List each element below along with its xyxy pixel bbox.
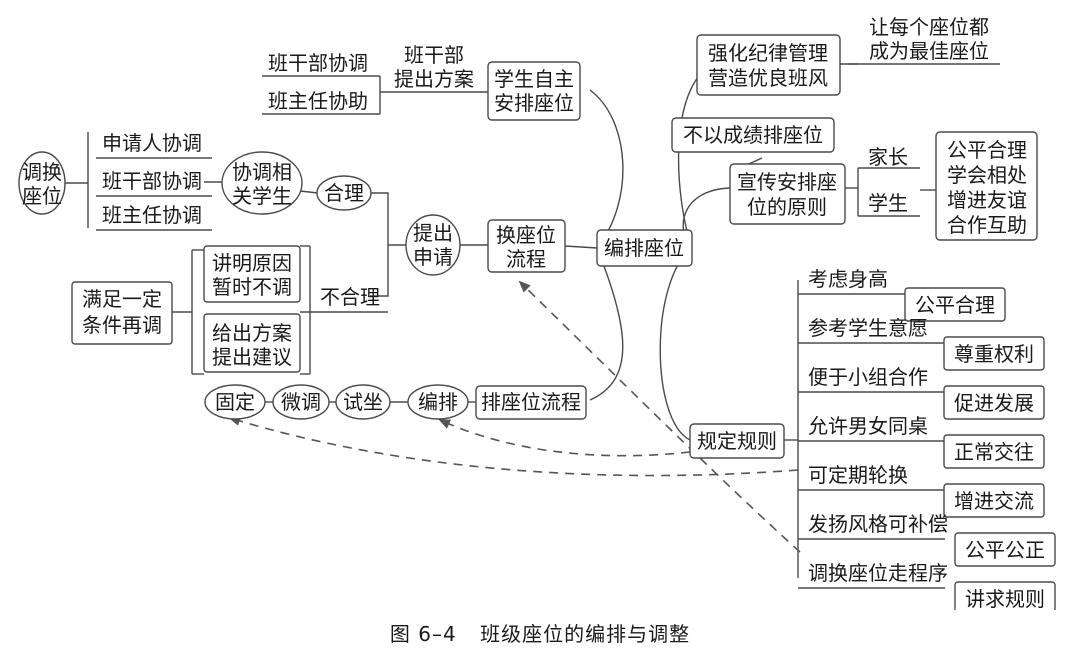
step-tweak-label: 微调 <box>281 390 321 414</box>
swap-seat-label-1: 调换 <box>22 160 62 184</box>
committee-coord-label: 班干部协调 <box>102 169 202 193</box>
seating-mind-map: 编排座位 换座位 流程 提出 申请 合理 协调相 关学生 调换 座位 不合理 讲… <box>18 15 1056 610</box>
rule-value-label: 增进交流 <box>954 489 1034 513</box>
discipline-box <box>696 34 841 96</box>
rule-value-box <box>943 434 1045 469</box>
center-node-box <box>596 229 693 267</box>
figure-caption: 图 6–4 班级座位的编排与调整 <box>0 618 1080 647</box>
rule-value-box <box>904 287 1006 322</box>
publicize-label-2: 位的原则 <box>747 195 827 219</box>
swap-flow-box <box>487 219 566 273</box>
step-arrange-label: 编排 <box>418 390 458 414</box>
rule-value-label: 促进发展 <box>954 391 1034 415</box>
step-fix-label: 固定 <box>215 390 255 414</box>
rule-item-label: 调换座位走程序 <box>808 561 948 585</box>
step-fix-ellipse <box>204 384 266 420</box>
teacher-coord-label: 班主任协调 <box>102 203 202 227</box>
center-node-label: 编排座位 <box>604 236 684 260</box>
publicize-box <box>729 163 846 225</box>
rule-value-label: 正常交往 <box>954 440 1034 464</box>
give-plan-box <box>203 313 301 373</box>
rule-value-label: 尊重权利 <box>954 342 1034 366</box>
self-arrange-box <box>487 61 581 121</box>
rule-value-box <box>954 532 1056 567</box>
principle-label-1: 公平合理 <box>947 138 1027 162</box>
rules-label: 规定规则 <box>697 429 777 453</box>
principle-label-4: 合作互助 <box>947 213 1027 237</box>
publicize-label-1: 宣传安排座 <box>737 170 837 194</box>
discipline-label-1: 强化纪律管理 <box>708 41 828 65</box>
committee-plan-label-1: 班干部 <box>404 43 464 67</box>
rule-item-label: 发扬风格可补偿 <box>808 512 948 536</box>
not-by-grade-box <box>671 117 835 153</box>
submit-request-label-1: 提出 <box>413 221 453 245</box>
best-seat-label-2: 成为最佳座位 <box>869 39 989 63</box>
conditions-adjust-label-2: 条件再调 <box>82 313 162 337</box>
submit-request-label-2: 申请 <box>413 245 453 269</box>
swap-seat-label-2: 座位 <box>22 184 62 208</box>
rule-value-label: 公平合理 <box>915 293 995 317</box>
conditions-adjust-box <box>71 281 173 345</box>
rules-box <box>689 423 785 459</box>
self-arrange-label-1: 学生自主 <box>494 67 574 91</box>
discipline-label-2: 营造优良班风 <box>708 66 828 90</box>
principle-label-3: 增进友谊 <box>947 188 1027 212</box>
rule-value-box <box>943 483 1045 518</box>
swap-seat-ellipse <box>18 151 66 215</box>
rule-item-label: 便于小组合作 <box>808 365 928 389</box>
students-label: 学生 <box>868 191 908 215</box>
step-try-ellipse <box>335 384 391 420</box>
caption-number: 图 6–4 <box>389 622 457 646</box>
coordinate-students-label-1: 协调相 <box>232 160 292 184</box>
rule-item-label: 可定期轮换 <box>808 463 908 487</box>
principles-box <box>935 131 1038 241</box>
give-plan-label-2: 提出建议 <box>212 345 292 369</box>
teacher-assist-label: 班主任协助 <box>268 89 368 113</box>
step-tweak-ellipse <box>272 384 330 420</box>
not-by-grade-label: 不以成绩排座位 <box>683 123 823 147</box>
principle-label-2: 学会相处 <box>947 163 1027 187</box>
rule-item-label: 允许男女同桌 <box>808 414 928 438</box>
rule-value-box <box>954 581 1056 610</box>
rule-item-label: 考虑身高 <box>808 267 888 291</box>
reasonable-label: 合理 <box>324 181 364 205</box>
parents-label: 家长 <box>868 145 908 169</box>
self-arrange-label-2: 安排座位 <box>494 91 574 115</box>
explain-reason-label-1: 讲明原因 <box>212 251 292 275</box>
unreasonable-label: 不合理 <box>320 285 380 309</box>
seating-flow-box <box>475 385 587 420</box>
rule-value-box <box>943 385 1045 420</box>
explain-reason-label-2: 暂时不调 <box>212 275 292 299</box>
applicant-coord-label: 申请人协调 <box>102 131 202 155</box>
best-seat-label-1: 让每个座位都 <box>869 15 989 39</box>
coordinate-students-ellipse <box>221 151 303 215</box>
give-plan-label-1: 给出方案 <box>212 321 292 345</box>
swap-flow-label-2: 流程 <box>506 247 546 271</box>
coordinate-students-label-2: 关学生 <box>232 184 292 208</box>
rule-value-box <box>943 336 1045 371</box>
step-arrange-ellipse <box>407 384 469 420</box>
rule-value-label: 讲求规则 <box>965 587 1045 610</box>
caption-title: 班级座位的编排与调整 <box>480 622 691 646</box>
reasonable-ellipse <box>316 175 372 211</box>
committee-coord2-label: 班干部协调 <box>268 51 368 75</box>
seating-flow-label: 排座位流程 <box>481 390 581 414</box>
committee-plan-label-2: 提出方案 <box>394 67 474 91</box>
explain-reason-box <box>203 245 301 303</box>
rule-item-label: 参考学生意愿 <box>808 316 928 340</box>
step-try-label: 试坐 <box>343 390 383 414</box>
swap-flow-label-1: 换座位 <box>496 223 556 247</box>
conditions-adjust-label-1: 满足一定 <box>82 287 162 311</box>
rule-value-label: 公平公正 <box>965 538 1045 562</box>
submit-request-ellipse <box>405 214 461 276</box>
